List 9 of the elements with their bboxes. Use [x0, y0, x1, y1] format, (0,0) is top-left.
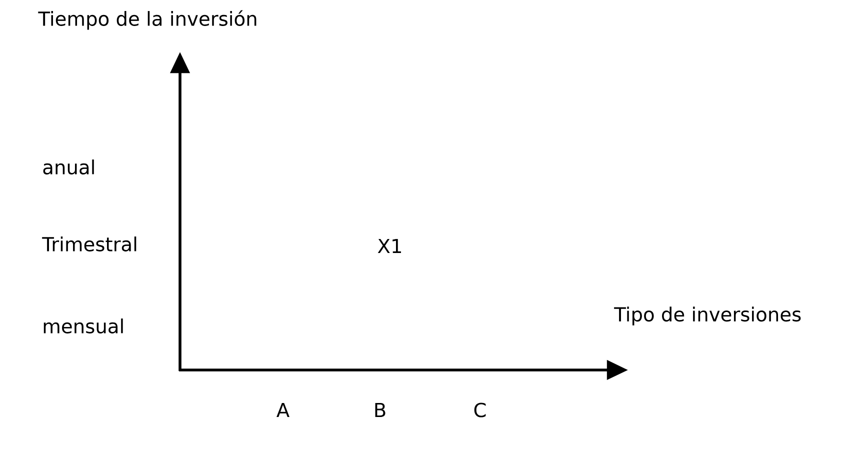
tick-label: C — [474, 402, 486, 418]
axis-title: Tipo de inversiones — [614, 306, 801, 326]
axis-title: Tiempo de la inversión — [38, 10, 256, 30]
tick-label: anual — [43, 160, 94, 174]
tick-label: B — [375, 402, 386, 418]
point-label: X1 — [378, 238, 401, 254]
tick-label: Trimestral — [42, 236, 136, 252]
tick-label: A — [276, 402, 290, 418]
tick-label: mensual — [44, 318, 123, 334]
